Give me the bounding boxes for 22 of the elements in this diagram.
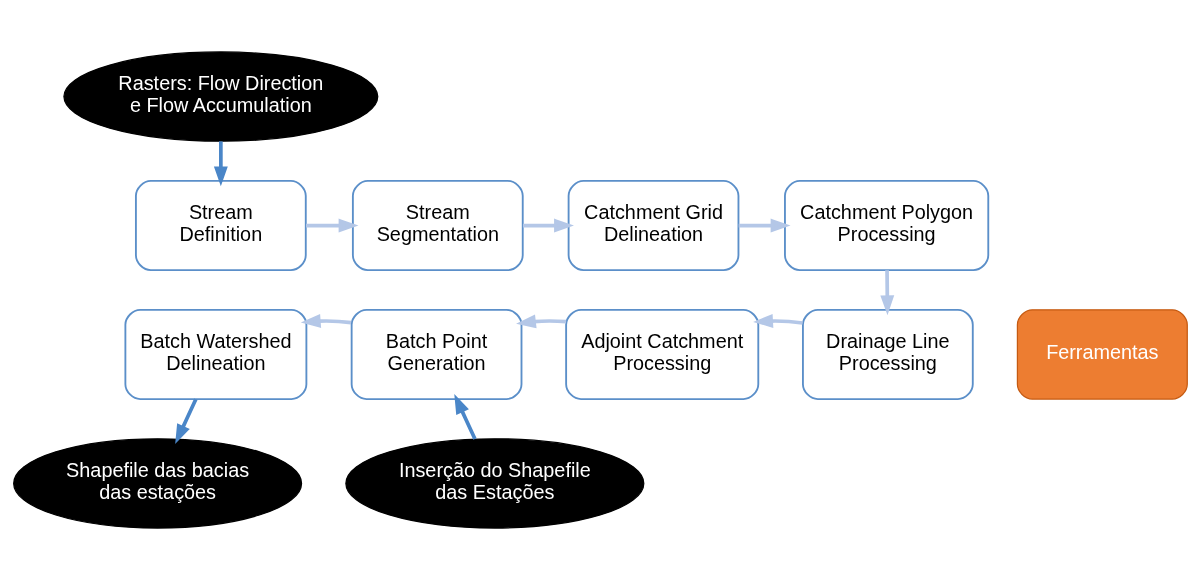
arrow xyxy=(300,314,352,328)
arrow xyxy=(213,141,228,187)
arrow xyxy=(516,314,567,329)
node-box: Stream Segmentation xyxy=(351,179,524,272)
arrow xyxy=(738,218,791,233)
arrow xyxy=(753,314,803,328)
arrow xyxy=(175,398,198,445)
node-box: Catchment Polygon Processing xyxy=(784,179,990,272)
arrow xyxy=(454,394,477,440)
arrow xyxy=(522,218,574,233)
node-box: Batch Watershed Delineation xyxy=(124,308,308,401)
node-box: Batch Point Generation xyxy=(350,308,523,401)
node-box: Stream Definition xyxy=(135,179,307,272)
arrow xyxy=(306,218,359,233)
node-box: Drainage Line Processing xyxy=(802,308,974,401)
node-box: Ferramentas xyxy=(1016,309,1188,400)
node-box: Catchment Grid Delineation xyxy=(567,179,740,272)
node-ellipse: Rasters: Flow Direction e Flow Accumulation xyxy=(63,51,379,142)
arrow xyxy=(880,270,895,316)
node-box: Adjoint Catchment Processing xyxy=(565,308,760,401)
node-ellipse: Inserção do Shapefile das Estações xyxy=(345,438,645,529)
node-ellipse: Shapefile das bacias das estações xyxy=(13,438,303,529)
